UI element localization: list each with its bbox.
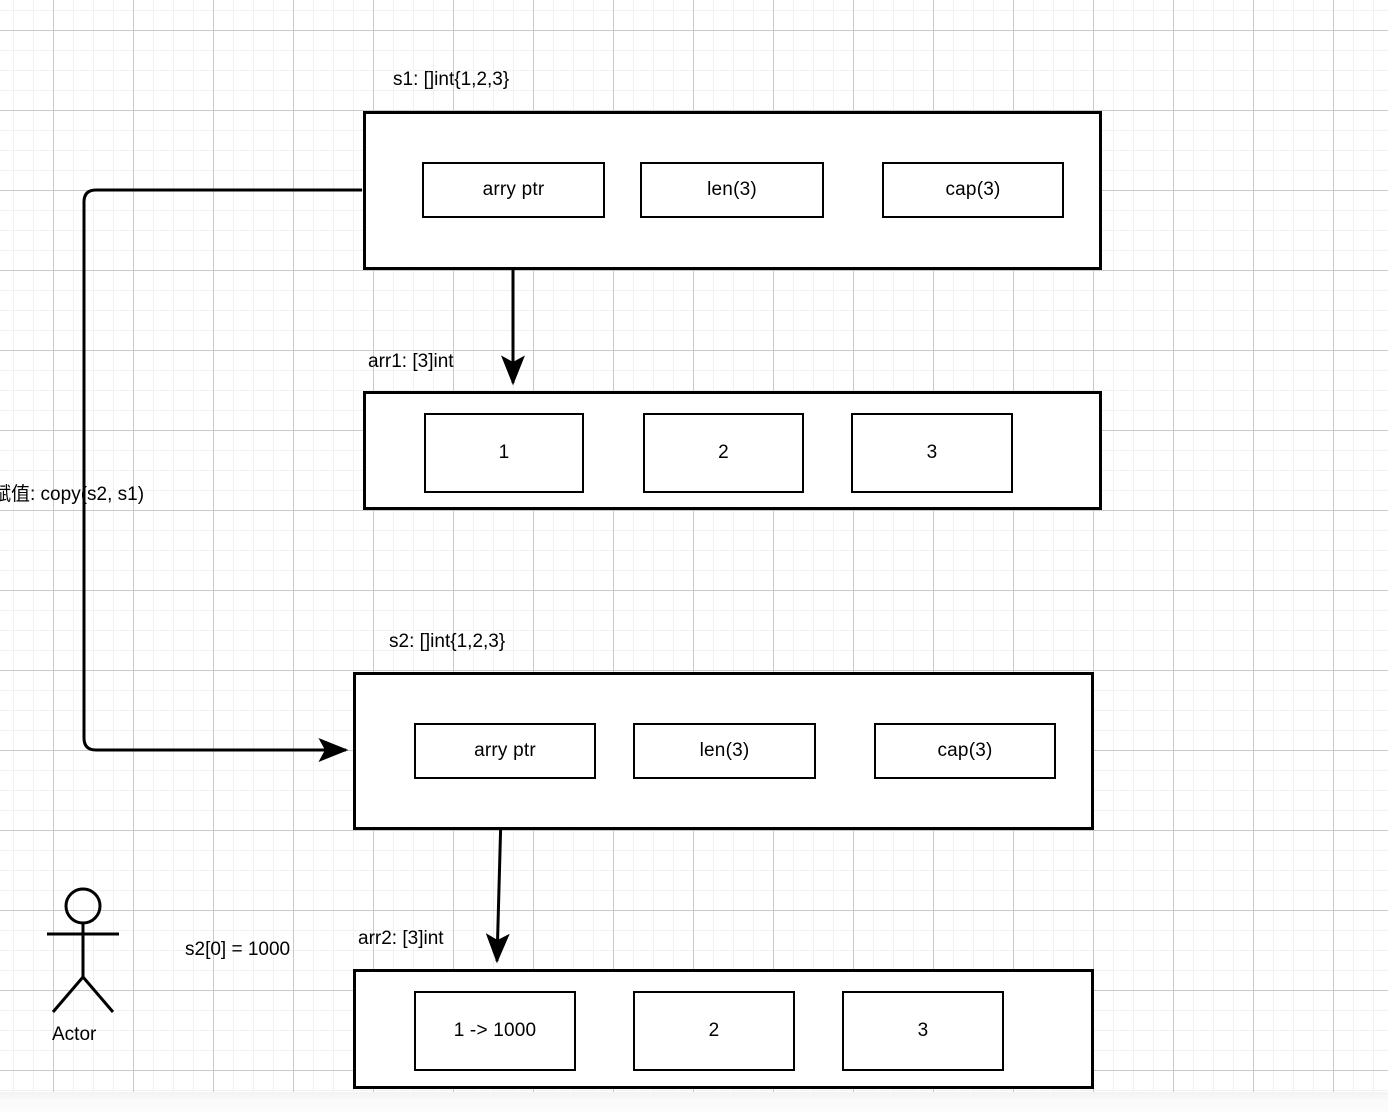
s1-cell-cap[interactable]: cap(3) bbox=[882, 162, 1064, 218]
copy-connector-path bbox=[82, 188, 362, 762]
s2-cell-array-ptr[interactable]: arry ptr bbox=[414, 723, 596, 779]
arr2-cell-2[interactable]: 3 bbox=[842, 991, 1004, 1071]
canvas-footer-strip bbox=[0, 1092, 1388, 1112]
s2-cell-cap[interactable]: cap(3) bbox=[874, 723, 1056, 779]
arr1-cell-1[interactable]: 2 bbox=[643, 413, 804, 493]
s1-caption: s1: []int{1,2,3} bbox=[393, 69, 510, 90]
actor-figure bbox=[47, 887, 119, 1013]
arr1-cell-2[interactable]: 3 bbox=[851, 413, 1013, 493]
s1-struct-box: arry ptr len(3) cap(3) bbox=[363, 111, 1102, 270]
arr1-cell-0[interactable]: 1 bbox=[424, 413, 584, 493]
s2-caption: s2: []int{1,2,3} bbox=[389, 631, 506, 652]
copy-note-label: 赋值: copy(s2, s1) bbox=[0, 484, 145, 505]
arr2-struct-box: 1 -> 1000 2 3 bbox=[353, 969, 1094, 1089]
s1-cell-array-ptr[interactable]: arry ptr bbox=[422, 162, 605, 218]
actor-label: Actor bbox=[52, 1024, 97, 1045]
s2-cell-len[interactable]: len(3) bbox=[633, 723, 816, 779]
s2-struct-box: arry ptr len(3) cap(3) bbox=[353, 672, 1094, 830]
arr1-caption: arr1: [3]int bbox=[368, 351, 454, 372]
arr2-cell-0[interactable]: 1 -> 1000 bbox=[414, 991, 576, 1071]
arr1-struct-box: 1 2 3 bbox=[363, 391, 1102, 510]
arr2-cell-1[interactable]: 2 bbox=[633, 991, 795, 1071]
s1-cell-len[interactable]: len(3) bbox=[640, 162, 824, 218]
assign-note-label: s2[0] = 1000 bbox=[185, 939, 291, 960]
arr2-caption: arr2: [3]int bbox=[358, 928, 444, 949]
